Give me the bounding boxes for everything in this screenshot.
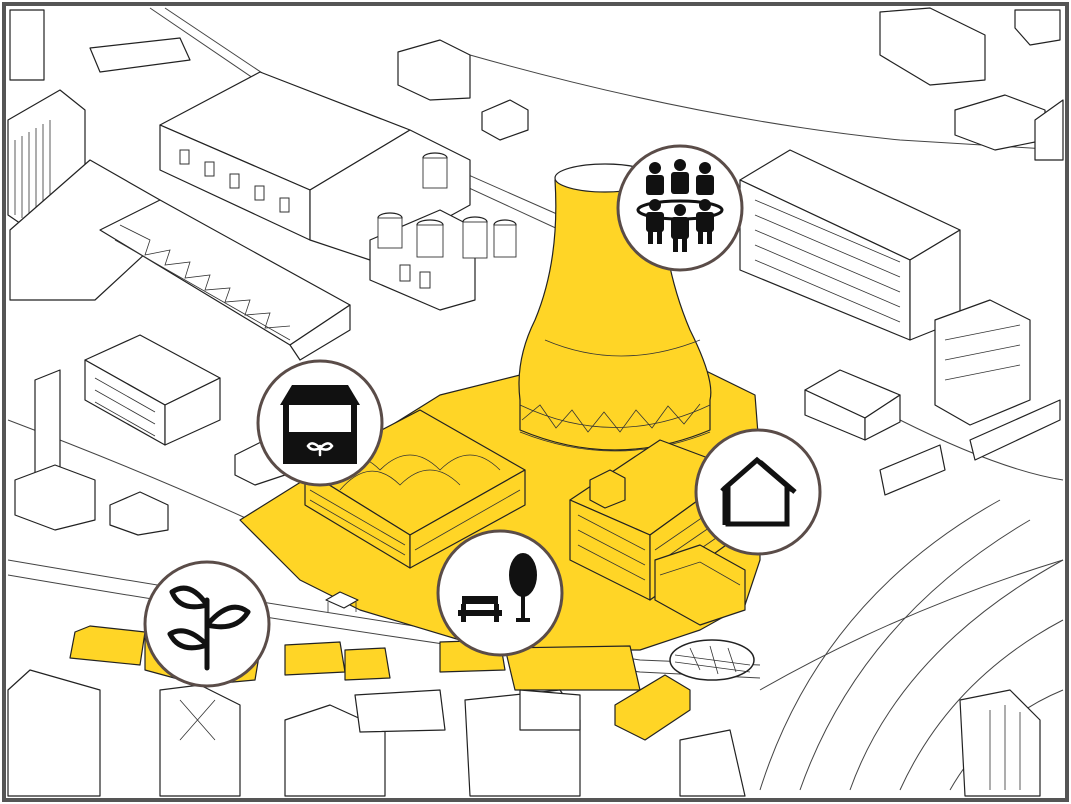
- building-right-block: [739, 94, 1064, 426]
- building-shed: [804, 369, 901, 441]
- building-tanks: [377, 152, 517, 259]
- market-stall-icon: [256, 359, 384, 487]
- building-small-top: [89, 7, 1061, 141]
- plant-sprout-icon: [143, 560, 271, 688]
- housing-icon: [694, 428, 822, 556]
- community-people-icon: [616, 144, 744, 272]
- park-bench-tree-icon: [436, 529, 564, 657]
- building-pavilion: [325, 591, 359, 612]
- building-sawtooth-roof: [9, 159, 351, 361]
- building-office-left: [84, 334, 221, 446]
- rail-curves-right: [759, 399, 1064, 791]
- footbridge-ring: [669, 639, 755, 681]
- building-market-hall: [304, 409, 526, 569]
